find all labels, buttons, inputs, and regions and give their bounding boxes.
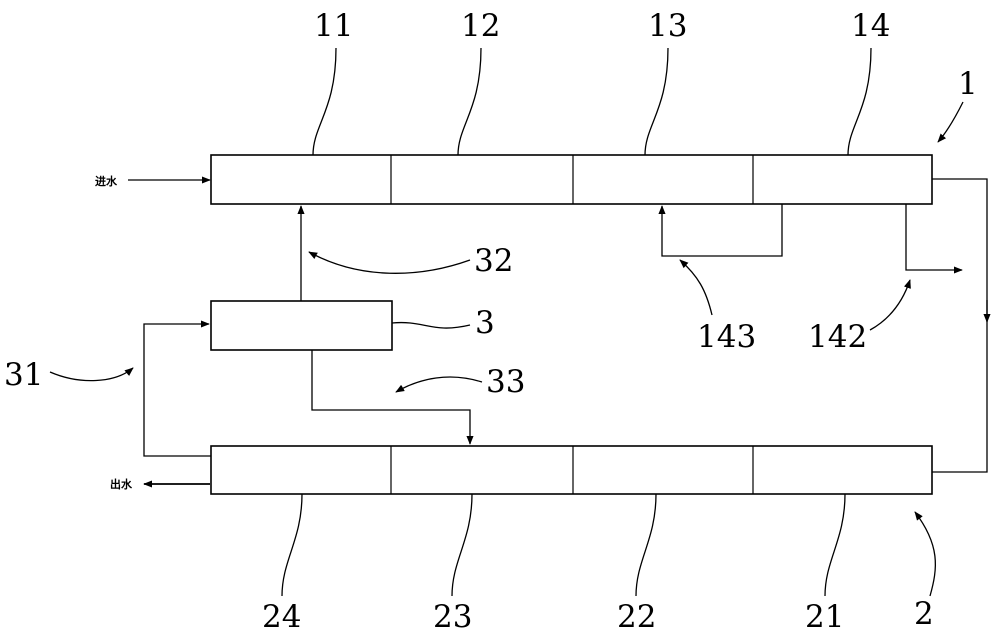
leader-31	[49, 367, 134, 382]
label-32: 32	[474, 243, 513, 279]
label-24: 24	[262, 599, 301, 635]
leader-2	[914, 511, 937, 597]
leader-13	[644, 47, 669, 156]
middle-unit	[210, 300, 393, 351]
top-unit	[210, 154, 933, 205]
inlet-label: 进水	[95, 174, 118, 188]
bottom-unit-frame	[210, 445, 933, 495]
label-3: 3	[475, 305, 495, 341]
label-21: 21	[805, 599, 844, 635]
top-unit-frame	[210, 154, 933, 205]
transfer-line-top-to-bottom	[932, 178, 988, 473]
leader-1	[937, 101, 964, 143]
label-142: 142	[808, 319, 867, 355]
recycle-line-143	[658, 204, 783, 257]
label-22: 22	[617, 599, 656, 635]
label-11: 11	[314, 8, 353, 44]
leader-33	[395, 376, 483, 393]
line-33	[311, 350, 474, 445]
label-12: 12	[461, 8, 500, 44]
label-13: 13	[648, 8, 687, 44]
leader-24	[281, 493, 303, 597]
label-143: 143	[697, 319, 756, 355]
leader-142	[869, 279, 911, 331]
label-2: 2	[914, 596, 934, 632]
leader-3	[391, 321, 471, 329]
label-23: 23	[433, 599, 472, 635]
leader-14	[847, 47, 872, 156]
leader-143	[679, 259, 713, 316]
discharge-line-142	[905, 204, 963, 274]
label-14: 14	[851, 8, 890, 44]
label-1: 1	[958, 66, 978, 102]
leader-21	[824, 493, 846, 597]
bottom-unit	[210, 445, 933, 495]
leader-11	[312, 47, 337, 156]
leader-22	[635, 493, 657, 597]
leader-32	[308, 251, 471, 274]
label-33: 33	[486, 364, 525, 400]
line-31	[143, 320, 211, 457]
leader-12	[457, 47, 482, 156]
label-31: 31	[4, 357, 43, 393]
leader-23	[451, 493, 473, 597]
outlet-label: 出水	[110, 477, 133, 491]
